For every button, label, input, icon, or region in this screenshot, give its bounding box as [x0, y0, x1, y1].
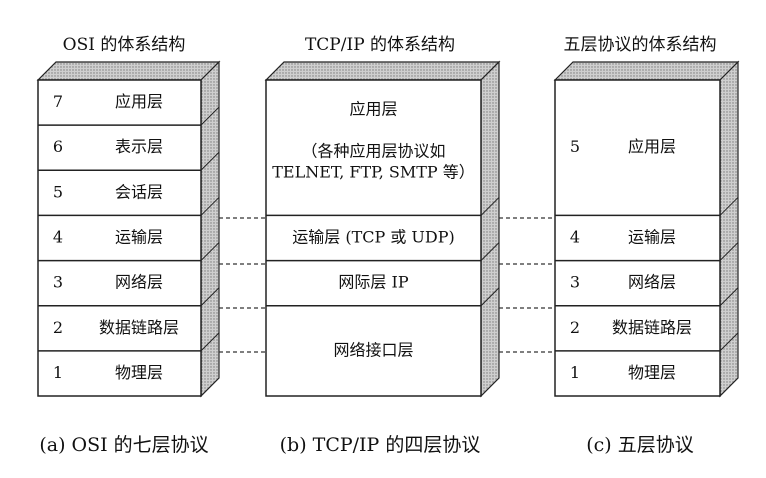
tcpip-stack-side-face [480, 60, 500, 398]
layer-name: 物理层 [115, 363, 163, 382]
tcpip-layer-text: TELNET, FTP, SMTP 等） [272, 163, 475, 182]
layer-name: 网络层 [628, 273, 676, 292]
layer-number: 6 [53, 137, 63, 156]
layer-name: 数据链路层 [99, 318, 179, 337]
side-divider [719, 287, 739, 307]
five-layer-caption: (c) 五层协议 [586, 434, 694, 456]
five-stack-top-face [553, 61, 740, 81]
layer-name: 会话层 [115, 182, 163, 201]
layer-number: 7 [53, 92, 63, 111]
five-layer-stack: 5 应用层 4 运输层 3 网络层 2 数据链路层 1 物理层 [553, 60, 740, 398]
five-stack-front-face [554, 79, 721, 397]
layer-number: 3 [53, 273, 63, 292]
layer-number: 2 [53, 318, 63, 337]
osi-caption: (a) OSI 的七层协议 [39, 434, 209, 456]
layer-name: 应用层 [115, 92, 163, 111]
side-divider [200, 242, 220, 261]
layer-number: 2 [570, 318, 580, 337]
osi-stack-side-face [200, 60, 220, 398]
osi-stack-top-face [36, 61, 221, 81]
five-stack-side-face [719, 60, 739, 398]
side-divider [480, 287, 500, 307]
layer-name: 网络层 [115, 273, 163, 292]
side-divider [719, 332, 739, 352]
tcpip-layer-text: 网络接口层 [333, 340, 413, 359]
layer-name: 运输层 [115, 228, 163, 247]
layer-number: 3 [570, 273, 580, 292]
tcpip-layer-text: 网际层 IP [338, 273, 408, 292]
side-divider [200, 106, 220, 126]
side-divider [200, 332, 220, 352]
tcpip-stack-front-face [265, 79, 482, 397]
five-layer-title: 五层协议的体系结构 [563, 35, 717, 55]
tcpip-caption: (b) TCP/IP 的四层协议 [279, 434, 481, 456]
layer-number: 1 [53, 363, 63, 382]
side-divider [480, 242, 500, 261]
layer-number: 5 [570, 137, 580, 156]
layer-name: 应用层 [628, 137, 676, 156]
tcpip-layer-text: 应用层 [349, 100, 397, 119]
osi-stack-front-face [37, 79, 202, 397]
layer-number: 1 [570, 363, 580, 382]
side-divider [719, 197, 739, 216]
tcpip-stack: 应用层 （各种应用层协议如 TELNET, FTP, SMTP 等） 运输层 (TCP… [264, 60, 501, 398]
layer-number: 4 [570, 228, 580, 247]
side-divider [200, 287, 220, 307]
layer-name: 表示层 [115, 137, 163, 156]
layer-number: 4 [53, 228, 63, 247]
side-divider [200, 197, 220, 216]
layer-name: 数据链路层 [612, 318, 692, 337]
correspondence-lines [219, 217, 555, 353]
side-divider [719, 242, 739, 261]
side-divider [480, 197, 500, 216]
osi-stack: 7 应用层 6 表示层 5 会话层 4 运输层 3 网络层 2 数据链路层 1 物理层 [36, 60, 221, 398]
layer-name: 运输层 [628, 228, 676, 247]
tcpip-layer-text: 运输层 (TCP 或 UDP) [292, 228, 455, 247]
side-divider [200, 151, 220, 171]
tcpip-title: TCP/IP 的体系结构 [304, 35, 456, 55]
layer-name: 物理层 [628, 363, 676, 382]
layer-number: 5 [53, 182, 63, 201]
osi-title: OSI 的体系结构 [62, 35, 186, 55]
tcpip-stack-top-face [264, 61, 501, 81]
tcpip-layer-text: （各种应用层协议如 [301, 142, 445, 161]
